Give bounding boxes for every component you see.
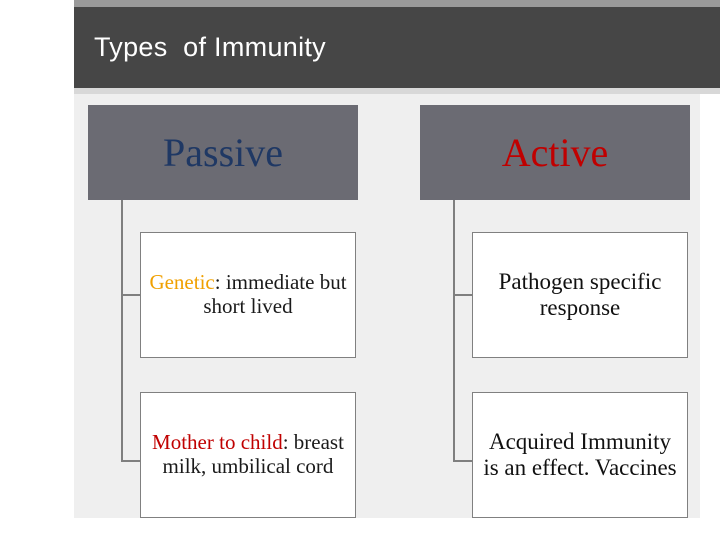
branch-passive-item-2-rest: breast milk, umbilical cord	[162, 430, 344, 478]
bottom-strip	[74, 518, 720, 540]
branch-passive-item-2-separator: :	[282, 430, 289, 455]
branch-passive-item-1[interactable]: Genetic: immediate but short lived	[140, 232, 356, 358]
title-bar	[74, 7, 720, 88]
branch-active-item-2-rest: Acquired Immunity is an effect. Vaccines	[483, 429, 677, 480]
page-title: Types of Immunity	[94, 32, 326, 62]
branch-passive-item-2-text: Mother to child: breast milk, umbilical …	[141, 431, 355, 478]
branch-active-item-2[interactable]: Acquired Immunity is an effect. Vaccines	[472, 392, 688, 518]
connector-active-vertical	[453, 198, 455, 462]
branch-passive-item-2-keyword: Mother to child	[152, 430, 283, 455]
left-margin-band	[0, 0, 74, 540]
connector-passive-vertical	[121, 198, 123, 462]
branch-header-passive-label: Passive	[163, 129, 283, 175]
branch-active-item-1-text: Pathogen specific response	[473, 269, 687, 321]
branch-passive-item-1-text: Genetic: immediate but short lived	[141, 271, 355, 318]
branch-header-active-label: Active	[501, 129, 609, 175]
branch-active-item-2-text: Acquired Immunity is an effect. Vaccines	[473, 429, 687, 481]
branch-header-active[interactable]: Active	[420, 105, 690, 200]
connector-active-item-1	[453, 294, 473, 296]
right-margin-band	[700, 94, 720, 518]
connector-passive-item-1	[121, 294, 141, 296]
connector-passive-item-2	[121, 460, 141, 462]
branch-active-item-1-rest: Pathogen specific response	[498, 269, 662, 320]
branch-passive-item-2[interactable]: Mother to child: breast milk, umbilical …	[140, 392, 356, 518]
connector-active-item-2	[453, 460, 473, 462]
branch-passive-item-1-keyword: Genetic	[149, 270, 215, 295]
branch-passive-item-1-separator: :	[214, 270, 221, 295]
branch-passive-item-1-rest: immediate but short lived	[203, 270, 347, 318]
branch-header-passive[interactable]: Passive	[88, 105, 358, 200]
branch-active-item-1[interactable]: Pathogen specific response	[472, 232, 688, 358]
title-bar-underline	[74, 88, 720, 94]
top-accent-strip	[74, 0, 720, 7]
